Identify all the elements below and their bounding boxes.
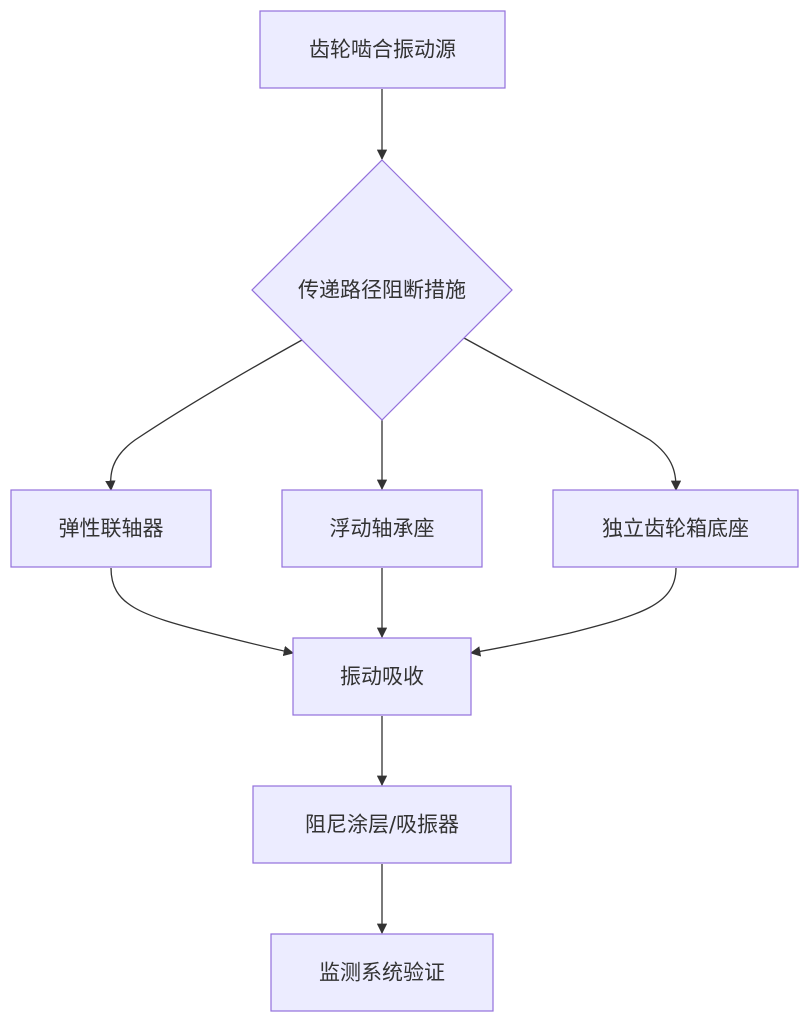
node-vibration-absorption: 振动吸收 <box>292 637 472 716</box>
node-decision-label: 传递路径阻断措施 <box>298 278 466 302</box>
node-monitoring-verification-label: 监测系统验证 <box>319 961 445 985</box>
node-decision-diamond: 传递路径阻断措施 <box>251 159 513 421</box>
node-damping-coating: 阻尼涂层/吸振器 <box>252 785 512 864</box>
edge-independent-base-to-absorption <box>469 567 677 657</box>
node-floating-bearing-label: 浮动轴承座 <box>330 517 435 541</box>
node-vibration-absorption-label: 振动吸收 <box>340 665 424 689</box>
node-vibration-source-label: 齿轮啮合振动源 <box>309 38 456 62</box>
node-elastic-coupling-label: 弹性联轴器 <box>59 517 164 541</box>
edge-decision-to-coupling <box>105 339 303 492</box>
node-independent-base-label: 独立齿轮箱底座 <box>602 517 749 541</box>
node-damping-coating-label: 阻尼涂层/吸振器 <box>305 813 459 837</box>
edge-coupling-to-absorption <box>110 567 295 657</box>
node-floating-bearing: 浮动轴承座 <box>281 489 483 568</box>
node-monitoring-verification: 监测系统验证 <box>270 933 494 1012</box>
node-independent-base: 独立齿轮箱底座 <box>552 489 799 568</box>
node-vibration-source: 齿轮啮合振动源 <box>259 10 506 89</box>
edge-decision-to-independent-base <box>463 337 682 492</box>
node-elastic-coupling: 弹性联轴器 <box>10 489 212 568</box>
